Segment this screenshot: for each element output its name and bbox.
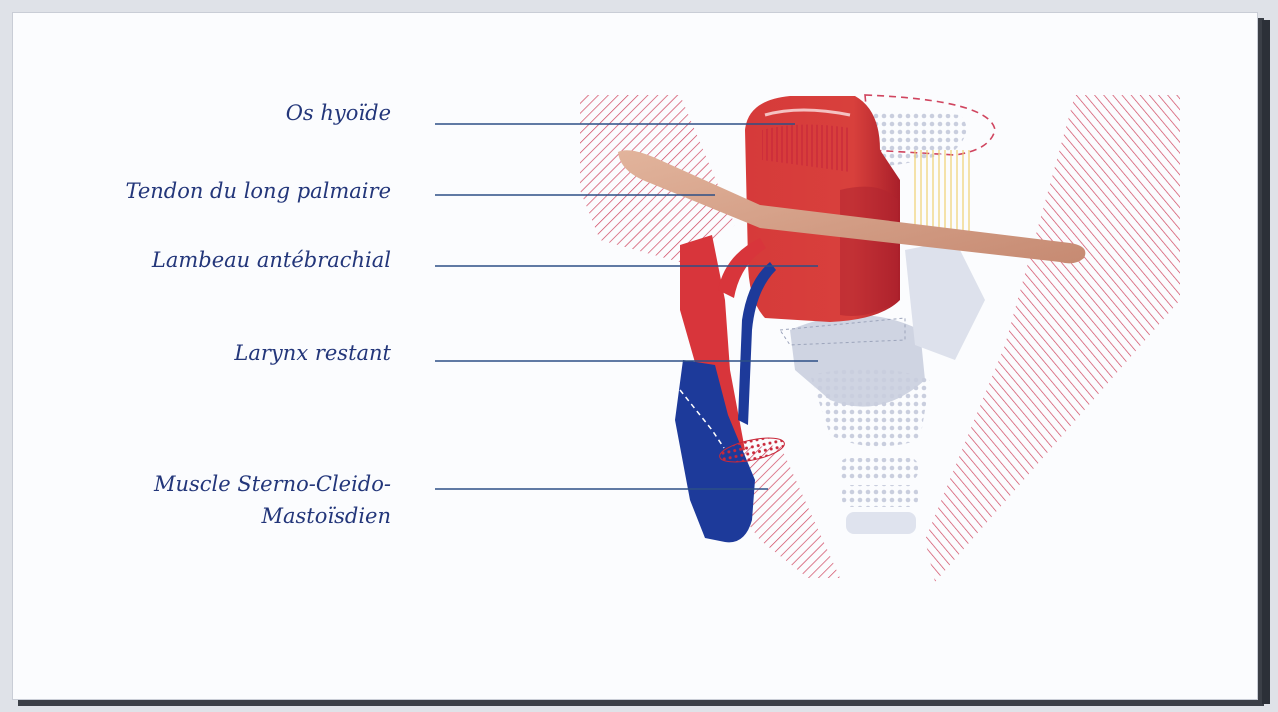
label-muscle-line-2: Mastoïsdien (262, 503, 392, 529)
label-remaining-larynx: Larynx restant (234, 340, 391, 366)
label-palmaris-tendon: Tendon du long palmaire (125, 178, 391, 204)
label-forearm-flap: Lambeau antébrachial (152, 247, 391, 273)
label-hyoid-bone: Os hyoïde (286, 100, 391, 126)
label-muscle-line-1: Muscle Sterno-Cleido- (154, 471, 391, 497)
